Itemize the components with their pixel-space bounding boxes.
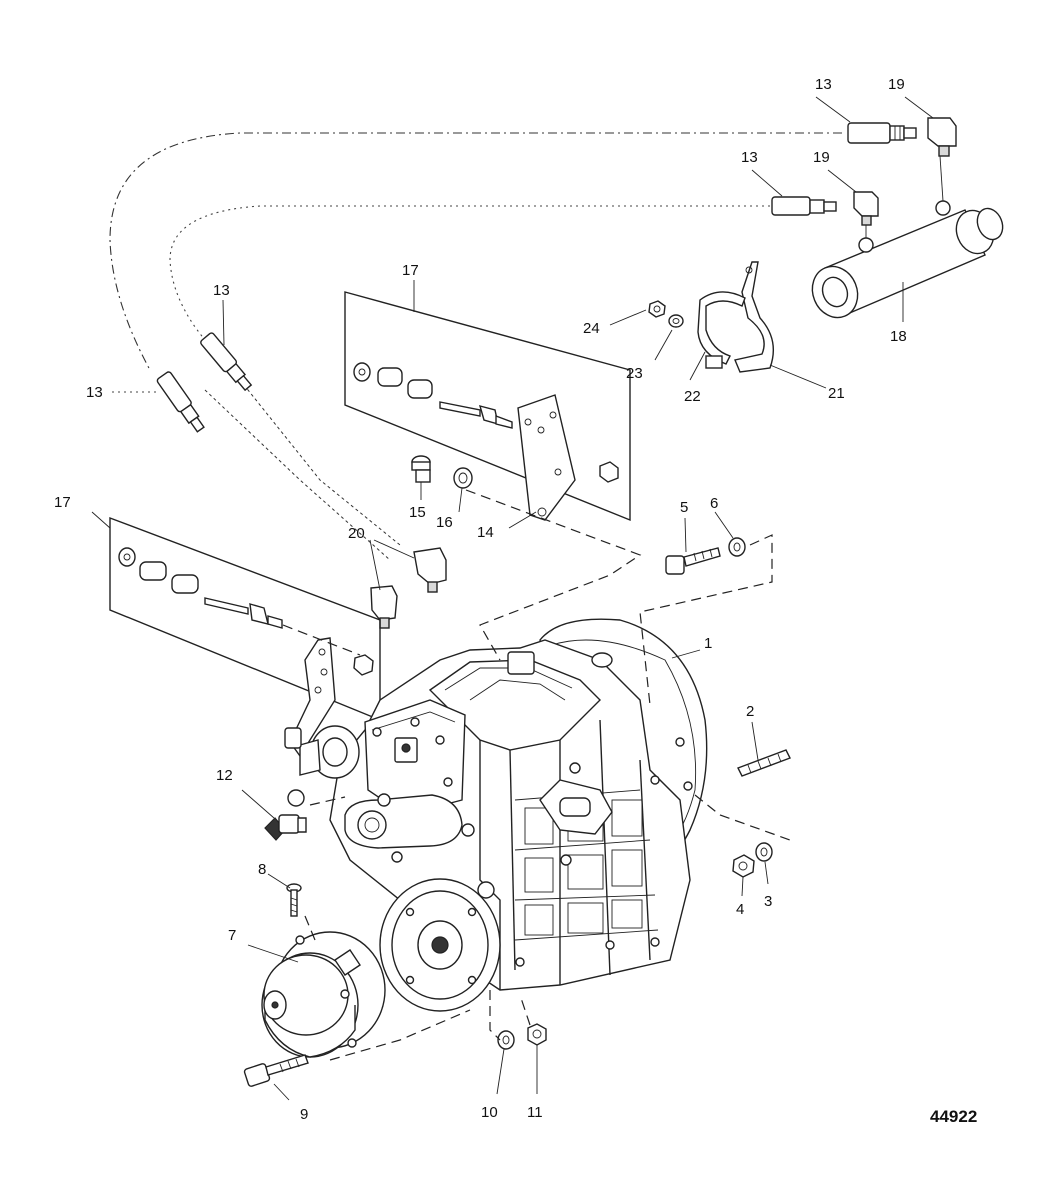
callout-2: 2 xyxy=(746,703,754,720)
elbow-fitting-20-b xyxy=(413,547,447,593)
elbow-fitting-19-middle xyxy=(853,191,879,226)
callout-15: 15 xyxy=(409,504,426,521)
sender-switch-12 xyxy=(264,814,307,841)
callout-19-middle: 19 xyxy=(813,149,830,166)
washer-3 xyxy=(755,842,773,862)
drive-coupling-7 xyxy=(261,931,386,1058)
clamp-22 xyxy=(697,291,746,369)
heat-exchanger-cooler-18 xyxy=(811,155,1004,319)
callout-19-top: 19 xyxy=(888,76,905,93)
shift-bracket-kit-17-upper xyxy=(344,291,631,522)
bolt-5 xyxy=(665,547,721,575)
callout-5: 5 xyxy=(680,499,688,516)
callout-23: 23 xyxy=(626,365,643,382)
callout-13-left-upper: 13 xyxy=(213,282,230,299)
washer-23 xyxy=(668,314,684,328)
callout-6: 6 xyxy=(710,495,718,512)
nut-11 xyxy=(527,1023,547,1046)
screw-8 xyxy=(286,883,302,917)
callout-4: 4 xyxy=(736,901,744,918)
callout-9: 9 xyxy=(300,1106,308,1123)
figure-number: 44922 xyxy=(930,1107,977,1126)
callout-13-top: 13 xyxy=(815,76,832,93)
callout-8: 8 xyxy=(258,861,266,878)
callout-22: 22 xyxy=(684,388,701,405)
bolt-9 xyxy=(243,1054,309,1087)
bolt-15 xyxy=(411,455,431,483)
assembly-center-lines xyxy=(282,489,791,1061)
callout-3: 3 xyxy=(764,893,772,910)
input-drive-pulley xyxy=(379,878,501,1012)
washer-6 xyxy=(728,537,746,557)
callout-1: 1 xyxy=(704,635,712,652)
washer-10 xyxy=(497,1030,515,1050)
callout-leader-lines xyxy=(91,96,934,1101)
callout-14: 14 xyxy=(477,524,494,541)
elbow-fitting-20-a xyxy=(370,585,398,629)
hose-fitting-13-middle xyxy=(771,196,837,216)
callout-13-middle: 13 xyxy=(741,149,758,166)
bracket-21 xyxy=(734,261,774,373)
callout-20: 20 xyxy=(348,525,365,542)
shift-bracket-kit-17-lower xyxy=(109,516,381,758)
callout-13-left-lower: 13 xyxy=(86,384,103,401)
callout-12: 12 xyxy=(216,767,233,784)
callout-16: 16 xyxy=(436,514,453,531)
callout-11: 11 xyxy=(527,1104,543,1121)
callout-17-upper: 17 xyxy=(402,262,419,279)
callout-21: 21 xyxy=(828,385,845,402)
callout-18: 18 xyxy=(890,328,907,345)
nut-4 xyxy=(732,854,755,878)
hose-routing-lines xyxy=(109,132,842,561)
shift-valve-body xyxy=(284,699,475,863)
hose-fitting-13-left-b xyxy=(200,332,253,392)
hose-fitting-13-left-a xyxy=(156,371,205,433)
callout-24: 24 xyxy=(583,320,600,337)
nut-24 xyxy=(648,300,666,318)
callout-10: 10 xyxy=(481,1104,498,1121)
callout-labels: 1 2 3 4 5 6 7 8 9 10 11 12 13 13 13 13 1… xyxy=(54,76,907,1123)
washer-16 xyxy=(453,467,473,489)
callout-7: 7 xyxy=(228,927,236,944)
callout-17-lower: 17 xyxy=(54,494,71,511)
elbow-fitting-19-upper xyxy=(927,117,957,157)
stud-2 xyxy=(737,749,791,777)
hose-fitting-13-upper xyxy=(847,122,917,144)
